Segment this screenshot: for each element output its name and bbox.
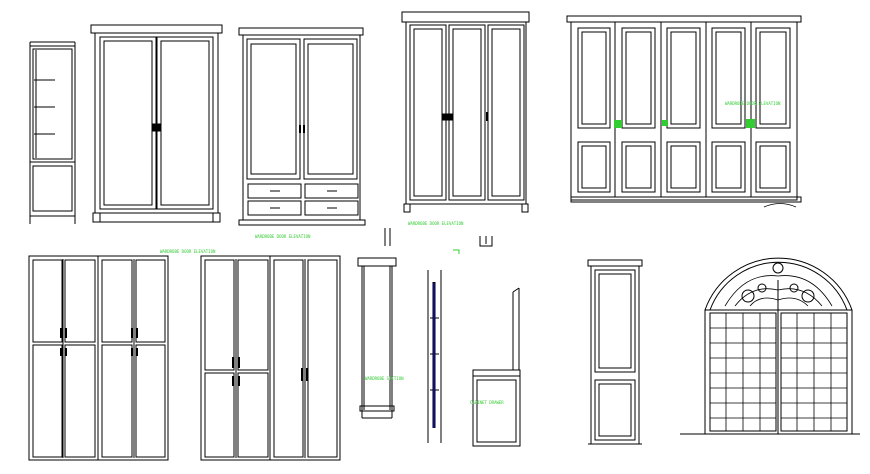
glass-cabinet-elevation xyxy=(29,41,76,224)
vertical-section-strip xyxy=(427,270,442,443)
cabinet-side-elevation xyxy=(472,287,521,447)
label-wardrobe-drawers: WARDROBE DOOR ELEVATION xyxy=(255,234,311,239)
two-door-wardrobe-elevation xyxy=(90,24,223,223)
wardrobe-with-drawers-elevation xyxy=(238,27,366,226)
arched-double-door xyxy=(680,257,860,435)
five-door-wardrobe-elevation xyxy=(566,15,802,208)
label-side-section: WARDROBE SECTION xyxy=(365,376,404,381)
misc-symbols xyxy=(384,228,493,254)
label-row2-wardrobe: WARDROBE DOOR ELEVATION xyxy=(160,249,216,254)
label-three-door: WARDROBE DOOR ELEVATION xyxy=(408,221,464,226)
tall-single-door-cabinet xyxy=(587,259,643,445)
four-panel-wardrobe-left xyxy=(28,255,169,461)
three-door-wardrobe-elevation xyxy=(401,11,530,213)
label-five-door: WARDROBE DOOR ELEVATION xyxy=(725,101,781,106)
label-cabinet-side: CABINET DRAWER xyxy=(470,400,504,405)
narrow-side-section xyxy=(357,257,397,419)
four-panel-wardrobe-right xyxy=(200,255,341,461)
